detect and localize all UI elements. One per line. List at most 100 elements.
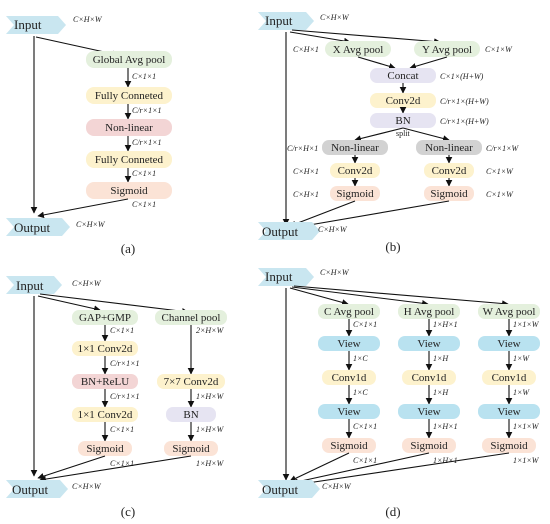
- dim-label: 1×H: [433, 388, 449, 397]
- dim-label: C/r×1×1: [132, 138, 161, 147]
- dim-label: C/r×1×(H+W): [440, 117, 489, 126]
- output-label: Output: [14, 220, 51, 235]
- block-label: Conv1d: [492, 372, 527, 384]
- dim-label: C×1×1: [132, 169, 156, 178]
- dim-label: C×1×1: [353, 456, 377, 465]
- block-label: Sigmoid: [430, 188, 468, 200]
- block-label: 7×7 Conv2d: [164, 376, 219, 388]
- dim-label: C/r×1×1: [110, 392, 139, 401]
- dim-label: C×H×W: [76, 220, 106, 229]
- block-label: Sigmoid: [172, 443, 210, 455]
- output-label: Output: [262, 224, 299, 239]
- block-label: Non-linear: [425, 142, 473, 154]
- block-label: Fully Conneted: [95, 90, 164, 102]
- concat-block: [370, 68, 436, 83]
- sigmoid-block: [86, 182, 172, 199]
- block-label: C Avg pool: [324, 306, 374, 318]
- view-block: [398, 336, 460, 351]
- block-label: 1×1 Conv2d: [78, 409, 133, 421]
- block-label: Sigmoid: [336, 188, 374, 200]
- panel-d: Input C×H×W C Avg pool C×1×1 View 1×C Co…: [258, 268, 540, 519]
- dim-label: C×H×W: [72, 482, 102, 491]
- block-label: View: [417, 406, 440, 418]
- dim-label: C×H×W: [72, 279, 102, 288]
- dim-label: C×1×W: [485, 45, 513, 54]
- conv2d-block: [370, 93, 436, 108]
- view-block: [318, 336, 380, 351]
- dim-label: 1×1×W: [513, 456, 540, 465]
- output-tag: [258, 480, 320, 498]
- block-label: Channel pool: [162, 312, 221, 324]
- fully-connected-block: [86, 151, 172, 168]
- view-block: [478, 336, 540, 351]
- dim-label: C×1×1: [132, 72, 156, 81]
- block-label: Sigmoid: [110, 185, 148, 197]
- dim-label: 1×H×1: [433, 456, 458, 465]
- dim-label: C/r×1×(H+W): [440, 97, 489, 106]
- block-label: Conv2d: [338, 165, 373, 177]
- view-block: [318, 404, 380, 419]
- block-label: BN+ReLU: [81, 376, 129, 388]
- non-linear-left-block: [322, 140, 388, 155]
- sigmoid-left-block: [78, 441, 132, 456]
- dim-label: 1×H×1: [433, 422, 458, 431]
- input-label: Input: [14, 17, 42, 32]
- dim-label: C×H×W: [322, 482, 352, 491]
- conv1d-block: [482, 370, 536, 385]
- global-avg-pool-block: [86, 51, 172, 68]
- block-label: Fully Conneted: [95, 154, 164, 166]
- panel-c: Input C×H×W GAP+GMP C×1×1 1×1 Conv2d C/r…: [6, 276, 227, 519]
- sigmoid-right-block: [424, 186, 474, 201]
- block-label: GAP+GMP: [79, 312, 131, 324]
- dim-label: 1×C: [353, 388, 368, 397]
- block-label: X Avg pool: [333, 44, 384, 56]
- dim-label: C×1×1: [353, 320, 377, 329]
- output-tag: [6, 218, 70, 236]
- dim-label: 2×H×W: [196, 326, 225, 335]
- dim-label: C×1×W: [486, 190, 514, 199]
- dim-label: C×H×W: [318, 225, 348, 234]
- block-label: View: [337, 338, 360, 350]
- input-tag: [6, 16, 66, 34]
- dim-label: C×H×1: [293, 190, 319, 199]
- block-label: Non-linear: [105, 122, 153, 134]
- conv1d-block: [322, 370, 376, 385]
- conv2d-1x1-block: [72, 407, 138, 422]
- y-avg-pool-block: [414, 41, 480, 57]
- sigmoid-block: [402, 438, 456, 453]
- block-label: Conv2d: [386, 95, 421, 107]
- bn-block: [166, 407, 216, 422]
- dim-label: C×H×W: [320, 13, 350, 22]
- panel-b: Input C×H×W X Avg pool C×H×1 Y Avg pool …: [258, 12, 519, 254]
- dim-label: C×H×1: [293, 45, 319, 54]
- dim-label: C×1×1: [110, 425, 134, 434]
- dim-label: 1×H×W: [196, 459, 225, 468]
- block-label: Sigmoid: [330, 440, 368, 452]
- dim-label: 1×W: [513, 354, 530, 363]
- dim-label: C×1×1: [132, 200, 156, 209]
- view-block: [398, 404, 460, 419]
- dim-label: C/r×1×1: [110, 359, 139, 368]
- dim-label: 1×H×W: [196, 392, 225, 401]
- dim-label: C×1×(H+W): [440, 72, 484, 81]
- dim-label: C×1×1: [353, 422, 377, 431]
- view-block: [478, 404, 540, 419]
- sigmoid-block: [482, 438, 536, 453]
- output-tag: [6, 480, 68, 498]
- input-tag: [6, 276, 62, 294]
- dim-label: 1×1×W: [513, 320, 540, 329]
- block-label: BN: [183, 409, 198, 421]
- output-label: Output: [12, 482, 49, 497]
- dim-label: 1×H×1: [433, 320, 458, 329]
- input-label: Input: [265, 13, 293, 28]
- block-label: Conv2d: [432, 165, 467, 177]
- block-label: View: [417, 338, 440, 350]
- block-label: 1×1 Conv2d: [78, 343, 133, 355]
- sigmoid-left-block: [330, 186, 380, 201]
- panel-caption: (a): [121, 241, 135, 256]
- c-avg-pool-block: [318, 304, 380, 319]
- conv1d-block: [402, 370, 456, 385]
- dim-label: 1×1×W: [513, 422, 540, 431]
- output-tag: [258, 222, 320, 240]
